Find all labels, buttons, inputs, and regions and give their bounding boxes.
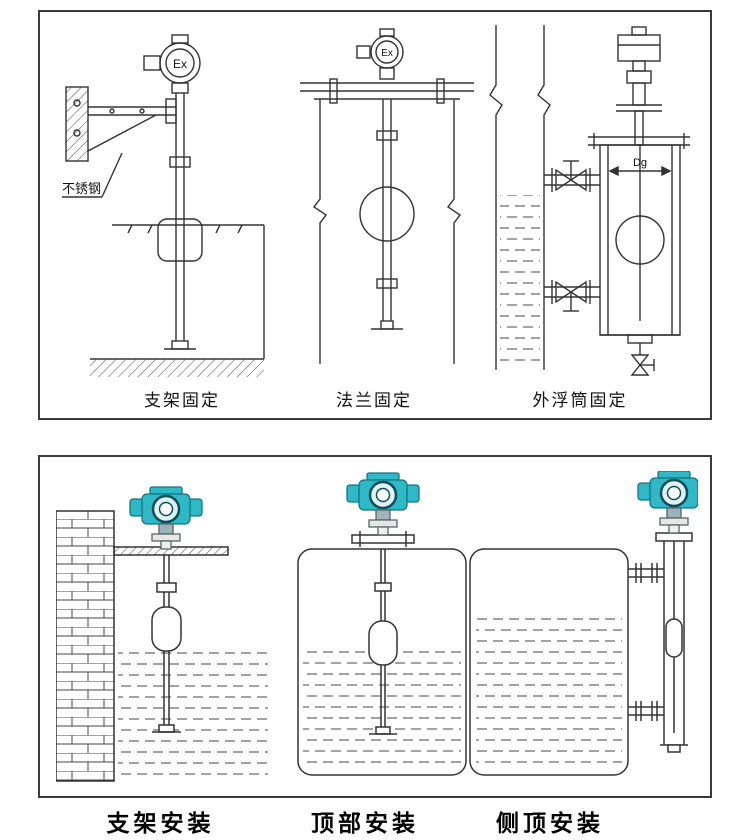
top-valve [544, 160, 600, 192]
bottom-nozzle [628, 701, 664, 721]
liquid-level [112, 224, 264, 234]
float-body [151, 606, 182, 652]
transmitter-head [637, 471, 698, 534]
bracket-arm [87, 98, 177, 152]
caption-flange-fixing: 法兰固定 [336, 391, 412, 410]
bracket-installation-drawing [56, 486, 268, 782]
ex-marking: Ex [173, 57, 187, 71]
float-body [359, 186, 415, 242]
figure-bracket-installation [56, 483, 296, 783]
transmitter-head [346, 472, 420, 536]
ex-marking: Ex [381, 48, 393, 59]
external-chamber-drawing: Dg [489, 25, 690, 376]
caption-external-chamber-fixing: 外浮筒固定 [532, 391, 628, 410]
figure-side-top-installation [468, 471, 698, 783]
caption-top-installation: 顶部安装 [311, 810, 419, 836]
ex-head-icon [143, 34, 201, 94]
caption-bracket-fixing: 支架固定 [144, 391, 220, 410]
installation-methods-panel [38, 455, 712, 798]
bottom-valve [544, 280, 600, 312]
liquid [118, 643, 268, 779]
fixing-methods-panel: 不锈钢 Ex [38, 10, 712, 420]
dg-dimension-label: Dg [633, 157, 647, 169]
figure-bracket-fixing: 不锈钢 Ex [60, 28, 300, 380]
float-body [615, 215, 665, 265]
figure-top-installation [290, 471, 475, 783]
ground-hatch [90, 359, 264, 377]
caption-bracket-installation: 支架安装 [106, 810, 215, 836]
tank [297, 548, 467, 776]
figure-flange-fixing: Ex [292, 28, 482, 380]
flange-fixing-drawing: Ex [300, 28, 474, 364]
mounting-flange [351, 534, 415, 544]
stainless-steel-label: 不锈钢 [62, 181, 101, 196]
float-body [368, 620, 398, 666]
top-installation-drawing [297, 472, 467, 776]
bracket-fixing-drawing: 不锈钢 Ex [62, 34, 265, 377]
tank [469, 548, 629, 776]
tube-flange [655, 532, 693, 542]
caption-side-top-installation: 侧顶安装 [496, 810, 604, 836]
figure-external-chamber-fixing: Dg [482, 22, 702, 378]
flange-plate [300, 78, 474, 104]
brick-wall [56, 510, 115, 782]
side-top-installation-drawing [469, 471, 698, 776]
drain-valve [600, 334, 680, 376]
float-body [157, 218, 203, 262]
transmitter-head [129, 486, 203, 550]
tank-liquid [500, 195, 540, 367]
liquid [476, 611, 622, 769]
ex-head-icon [356, 28, 404, 80]
wall-hatch [65, 86, 89, 162]
transmitter-head-outline [616, 26, 662, 146]
top-nozzle [628, 563, 664, 583]
float-body [665, 618, 683, 658]
